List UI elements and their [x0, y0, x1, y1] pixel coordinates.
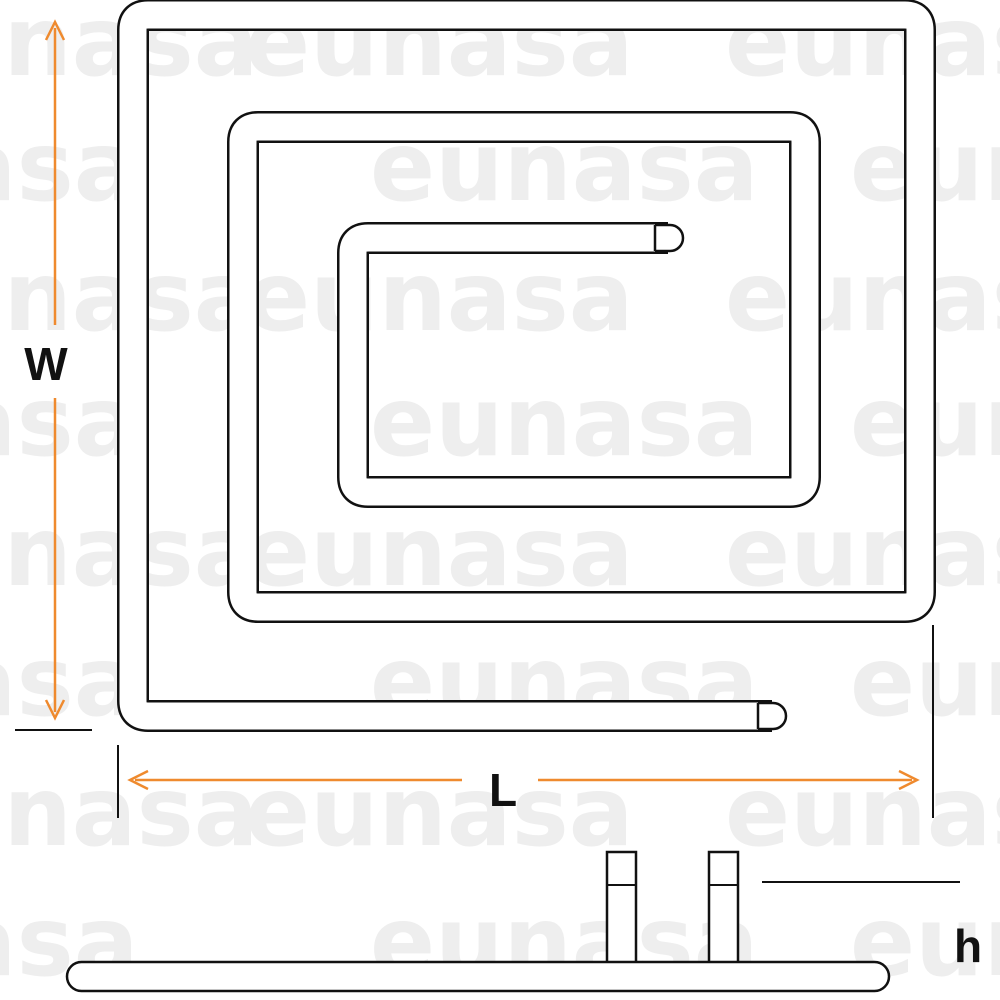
terminal-right	[707, 850, 740, 966]
width-label: W	[24, 338, 68, 390]
watermark: eunasa	[0, 756, 259, 868]
watermark: eunasa	[725, 496, 1000, 608]
watermark: eunasa	[0, 626, 139, 738]
watermark: eunasa	[370, 366, 759, 478]
heating-element-side-view: h	[65, 850, 982, 993]
height-label: h	[954, 920, 982, 972]
watermark: eunasa	[245, 756, 634, 868]
watermark-row: eunasa eunasa eunasa	[0, 366, 1000, 478]
heating-tube-fill	[119, 1, 934, 730]
terminal-left	[605, 850, 638, 966]
length-dimension: L	[117, 625, 934, 818]
outer-tube-end-cap	[758, 701, 788, 731]
length-label: L	[489, 764, 517, 816]
watermark: eunasa	[850, 626, 1000, 738]
watermark-row: eunasa eunasa eunasa	[0, 241, 1000, 353]
watermark: eunasa	[725, 756, 1000, 868]
heating-element-top-view	[117, 0, 936, 732]
inner-tube-end-cap	[655, 223, 685, 253]
arrow-left-icon	[127, 769, 149, 791]
watermark: eunasa	[0, 366, 139, 478]
arrow-right-icon	[898, 769, 920, 791]
width-dimension: W	[15, 19, 92, 731]
watermark: eunasa	[245, 241, 634, 353]
arrow-up-icon	[44, 19, 66, 41]
element-side-profile	[65, 960, 891, 993]
watermark: eunasa	[245, 496, 634, 608]
arrow-down-icon	[44, 699, 66, 721]
watermark-row: eunasa eunasa eunasa	[0, 756, 1000, 868]
watermark: eunasa	[725, 241, 1000, 353]
watermark: eunasa	[0, 111, 139, 223]
watermark-row: eunasa eunasa eunasa	[0, 626, 1000, 738]
